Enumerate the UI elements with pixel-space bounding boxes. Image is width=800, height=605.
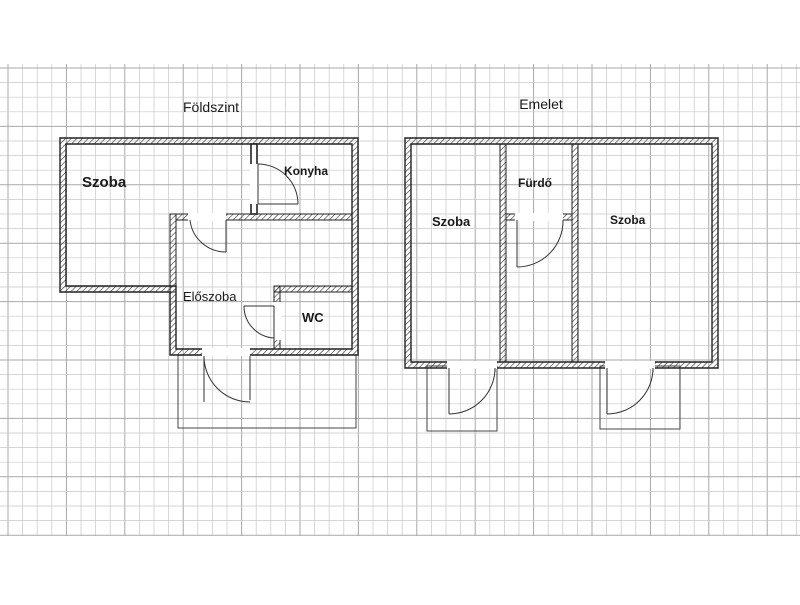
graph-paper-grid — [0, 64, 800, 536]
room-label-konyha: Konyha — [284, 164, 328, 178]
wall-eloszoba-left — [170, 214, 176, 292]
wall-szoba-furdo — [500, 144, 506, 362]
door-wc — [244, 302, 281, 340]
door-entrance — [202, 348, 250, 402]
room-label-szoba: Szoba — [82, 174, 127, 191]
door-szoba — [188, 213, 226, 252]
door-furdo — [515, 213, 563, 267]
wall-furdo-szoba — [572, 144, 578, 362]
room-label-szoba-right: Szoba — [610, 213, 646, 227]
room-label-szoba-left: Szoba — [432, 214, 471, 229]
room-label-eloszoba: Előszoba — [183, 289, 237, 304]
ground-floor-plan: Földszint Szoba Konyha Előszoba WC — [60, 99, 358, 428]
door-balcony-right — [605, 361, 655, 414]
ground-floor-title: Földszint — [183, 99, 239, 115]
room-label-wc: WC — [302, 310, 324, 325]
upper-floor-balcony-right — [600, 366, 680, 429]
upper-floor-plan: Emelet Szoba Fürdő Szoba — [405, 96, 718, 431]
room-label-furdo: Fürdő — [518, 176, 552, 190]
upper-floor-title: Emelet — [519, 96, 563, 112]
wall-wc-top — [274, 286, 352, 292]
upper-floor-outer-wall — [405, 138, 718, 368]
upper-floor-balcony-left — [427, 366, 497, 431]
